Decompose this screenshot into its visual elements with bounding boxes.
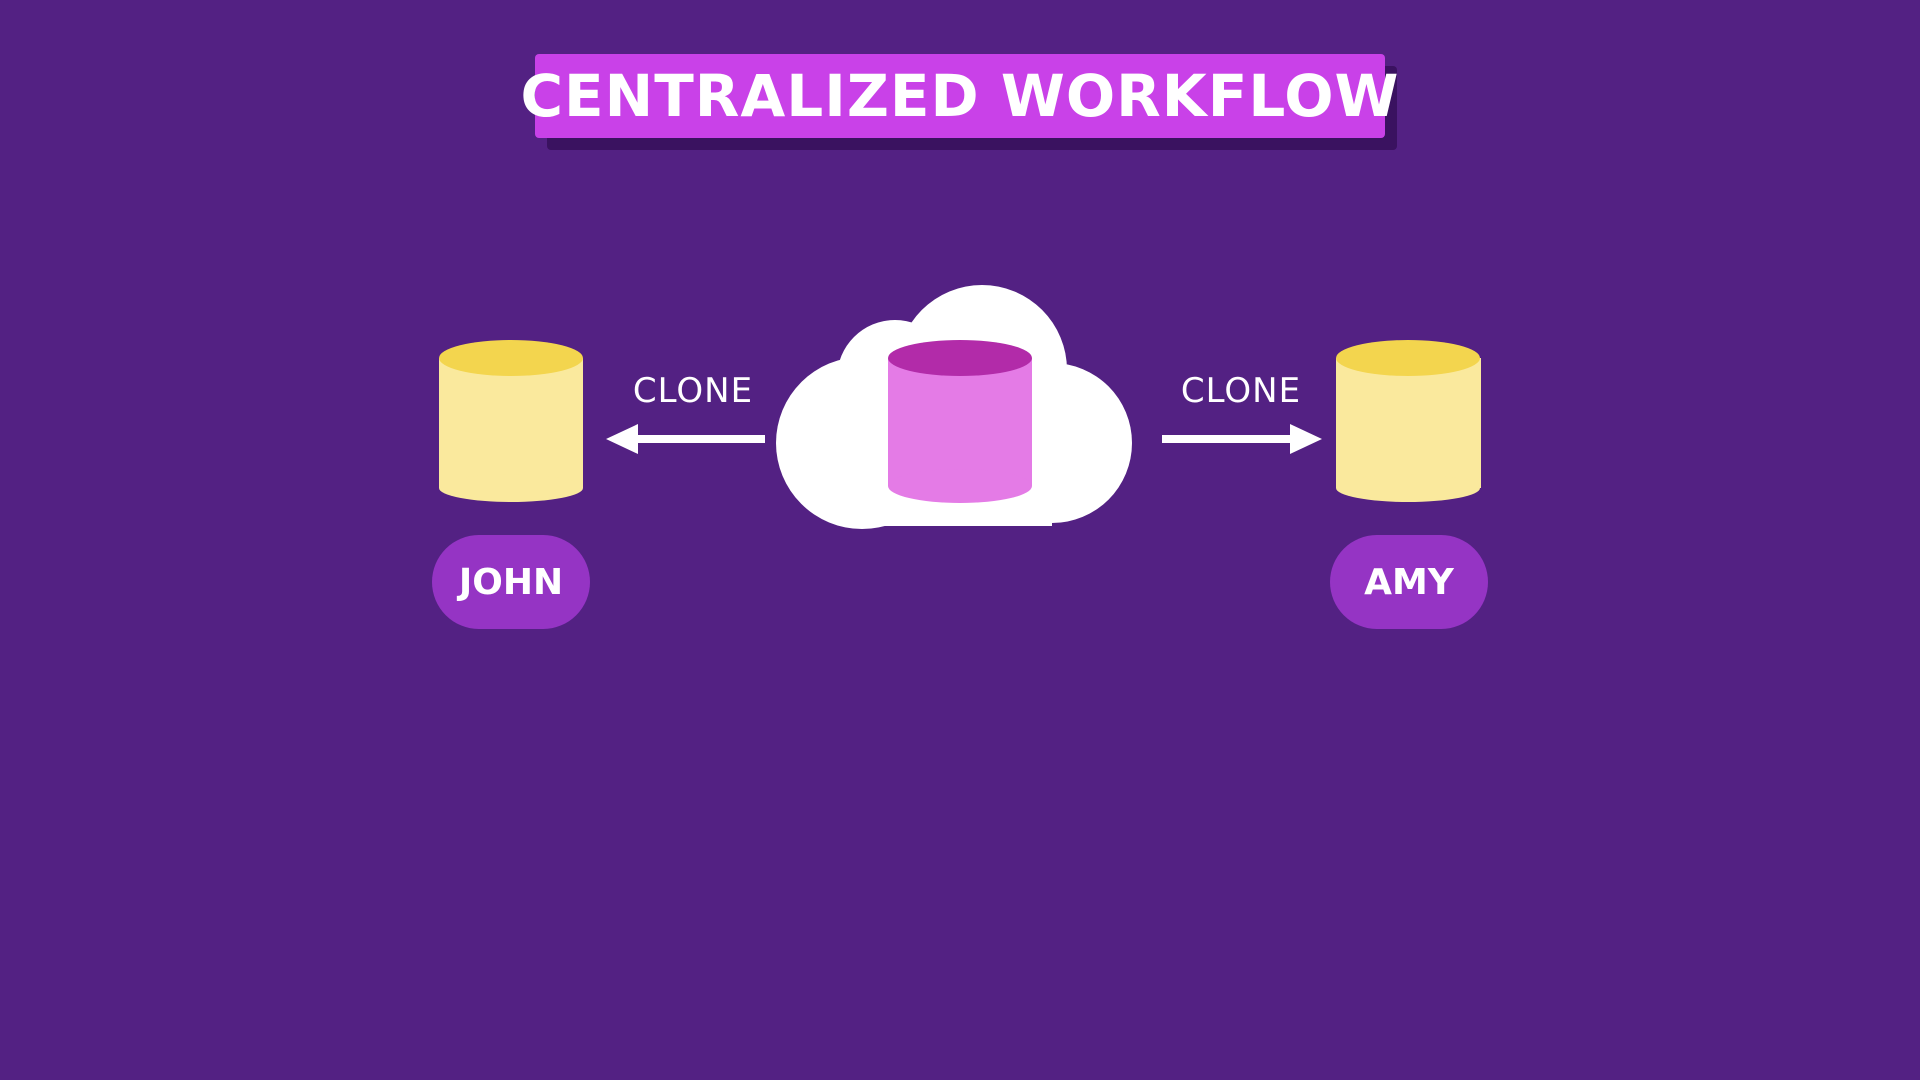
user-name-john: JOHN [458, 561, 564, 603]
page-title: CENTRALIZED WORKFLOW [520, 62, 1400, 130]
user-badge-amy: AMY [1330, 535, 1488, 629]
title-box: CENTRALIZED WORKFLOW [520, 54, 1399, 138]
user-badge-john: JOHN [432, 535, 590, 629]
central-repository-icon [888, 340, 1032, 503]
title-banner: CENTRALIZED WORKFLOW [520, 54, 1399, 150]
amy-repository-icon [1336, 340, 1481, 502]
clone-arrow-left [606, 424, 765, 454]
clone-label-right: CLONE [1181, 371, 1301, 411]
user-name-amy: AMY [1364, 561, 1454, 603]
john-repository-icon [439, 340, 583, 502]
clone-arrow-right [1162, 424, 1322, 454]
clone-label-left: CLONE [633, 371, 753, 411]
